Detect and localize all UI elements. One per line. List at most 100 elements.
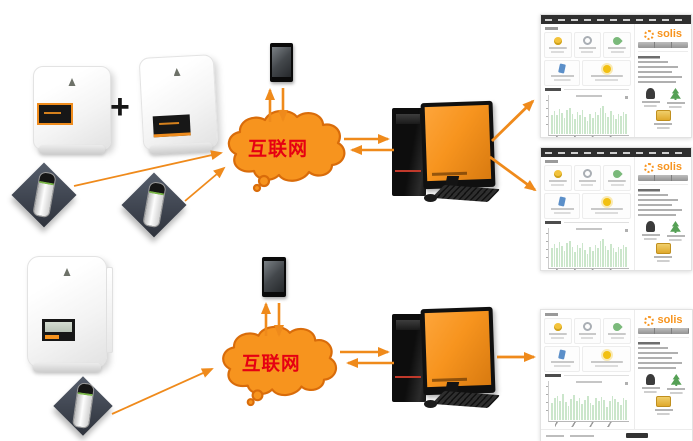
chart-bar: [609, 110, 612, 134]
cloud-tail: [246, 398, 255, 407]
card-caption-lines: [578, 47, 597, 53]
chart-bar: [581, 404, 583, 420]
stat-caption-lines: [666, 235, 685, 241]
chart-bar: [551, 115, 553, 134]
inverter-1-display: [37, 103, 73, 125]
card-caption-lines: [590, 207, 623, 214]
chart-bar: [589, 114, 591, 134]
footer-text-placeholder: [546, 434, 564, 437]
tree-icon: [670, 374, 682, 386]
chart-bar: [553, 110, 556, 134]
chart-bar: [563, 118, 566, 134]
card-weather: [582, 59, 631, 86]
monitor-screen: [424, 104, 492, 182]
chart-bar: [586, 121, 589, 134]
chart-bar: [574, 252, 576, 267]
dashboard-main-column: [541, 310, 634, 429]
overview-cards-row1: [544, 31, 632, 58]
co2-stat: [666, 88, 685, 108]
internet-label: 互联网: [248, 138, 308, 160]
chart-bar: [592, 118, 594, 134]
internet-label: 互联网: [242, 353, 301, 374]
chart-bar: [566, 243, 568, 267]
stat-caption-lines: [654, 256, 672, 262]
card-caption-lines: [590, 360, 623, 367]
chart-bar: [566, 110, 568, 134]
chart-bar: [625, 400, 627, 420]
stat-caption-lines: [654, 123, 672, 129]
chart-bar: [599, 108, 602, 134]
chart-bar: [597, 248, 599, 267]
income-stat: [641, 88, 660, 107]
chart-bar: [597, 401, 600, 420]
stats-row: [638, 88, 688, 108]
lcd-screen: [45, 322, 72, 332]
cloud-tail: [251, 389, 264, 402]
chart-bar: [606, 407, 608, 420]
sun-icon: [602, 64, 611, 73]
keyboard: [431, 390, 501, 409]
chart-bar: [617, 402, 619, 420]
chart-bar: [562, 393, 564, 420]
sun-icon: [602, 197, 611, 206]
chart-bar: [604, 112, 607, 134]
chart-title-placeholder: [576, 228, 602, 230]
solis-logo-text: solis: [656, 161, 683, 173]
section-label-placeholder: [545, 87, 561, 91]
chart-menu-icon: [625, 382, 628, 385]
chart-bar: [594, 111, 597, 134]
generation-bar-chart: [546, 381, 629, 427]
device-icon: [558, 63, 567, 74]
card-power: [573, 317, 602, 344]
dashboard-side-column: solis: [634, 310, 692, 429]
chart-bar: [584, 116, 586, 134]
chart-bar: [625, 114, 627, 134]
co2-stat: [667, 374, 686, 394]
phone-screen: [264, 261, 284, 292]
stick-cap: [148, 182, 166, 196]
chart-bar: [604, 245, 607, 267]
dashboard-nav-bar: [541, 148, 691, 157]
income-icon: [646, 88, 655, 99]
overview-cards-row2: [544, 192, 631, 219]
monitoring-dashboard-1: solis: [540, 14, 692, 138]
divider-line: [564, 88, 629, 90]
income-stat: [641, 221, 660, 240]
card-power: [573, 31, 602, 58]
footer-button-placeholder: [626, 433, 648, 438]
chart-bar: [611, 396, 614, 420]
breadcrumb-placeholder: [545, 27, 558, 30]
card-caption-lines: [549, 46, 567, 53]
section-label-placeholder: [545, 373, 561, 377]
coins-icon: [655, 243, 671, 254]
leaf-icon: [611, 34, 623, 47]
card-device: [544, 192, 581, 219]
chart-bar: [571, 113, 574, 134]
dashboard-side-column: solis: [634, 157, 691, 270]
chart-section-header: [545, 87, 629, 91]
card-caption-lines: [608, 179, 626, 186]
heatsink-fin: [106, 267, 113, 353]
chart-bar: [612, 114, 615, 134]
chart-bar: [607, 250, 609, 267]
card-generation: [544, 164, 572, 191]
chart-bar: [620, 116, 622, 134]
chart-bar: [615, 118, 617, 134]
card-caption-lines: [550, 361, 574, 367]
wifi-stick-card-1: [11, 160, 77, 230]
divider-line: [564, 374, 629, 376]
divider-line: [564, 221, 629, 223]
chart-bar: [558, 109, 561, 134]
footer-text-placeholder: [570, 434, 594, 437]
chart-bar: [584, 400, 586, 420]
breadcrumb-placeholder: [545, 160, 558, 163]
tree-icon: [670, 221, 681, 233]
chart-bar: [558, 242, 561, 267]
chart-bar: [556, 247, 558, 267]
inverter-base: [33, 363, 101, 372]
chart-bar: [556, 396, 559, 420]
cloud-shape: [222, 325, 338, 397]
cloud-tail: [257, 174, 271, 188]
coins-icon: [655, 110, 671, 121]
